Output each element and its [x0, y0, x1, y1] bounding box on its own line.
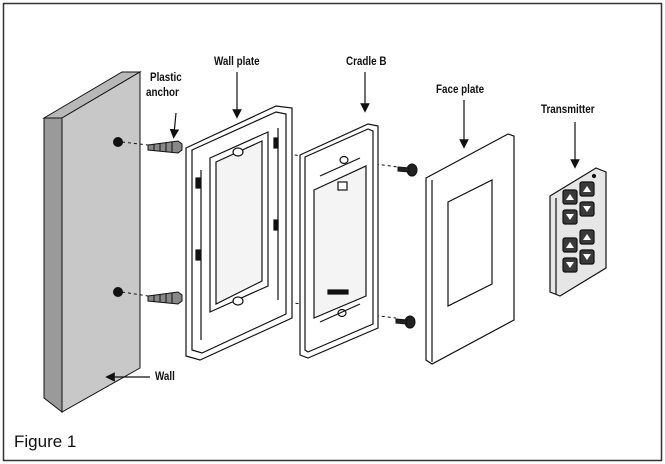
face-plate — [425, 133, 515, 365]
wall-label: Wall — [155, 369, 175, 383]
wall-plate — [185, 105, 293, 361]
wall-plate-label: Wall plate — [214, 54, 260, 68]
transmitter — [549, 167, 607, 297]
figure-caption: Figure 1 — [14, 432, 77, 451]
plastic-anchor-bottom — [147, 291, 183, 305]
plastic-anchor-label-line2: anchor — [146, 85, 179, 99]
wall — [42, 71, 142, 414]
label-arrows — [105, 72, 580, 382]
cradle-b — [299, 123, 379, 359]
cradle-b-label: Cradle B — [346, 54, 387, 68]
face-plate-label: Face plate — [436, 82, 485, 96]
screw-bottom — [395, 315, 416, 329]
plastic-anchor-label-line1: Plastic — [150, 70, 182, 84]
plastic-anchor-top — [147, 140, 183, 154]
transmitter-label: Transmitter — [541, 102, 595, 116]
screw-top — [397, 163, 418, 177]
